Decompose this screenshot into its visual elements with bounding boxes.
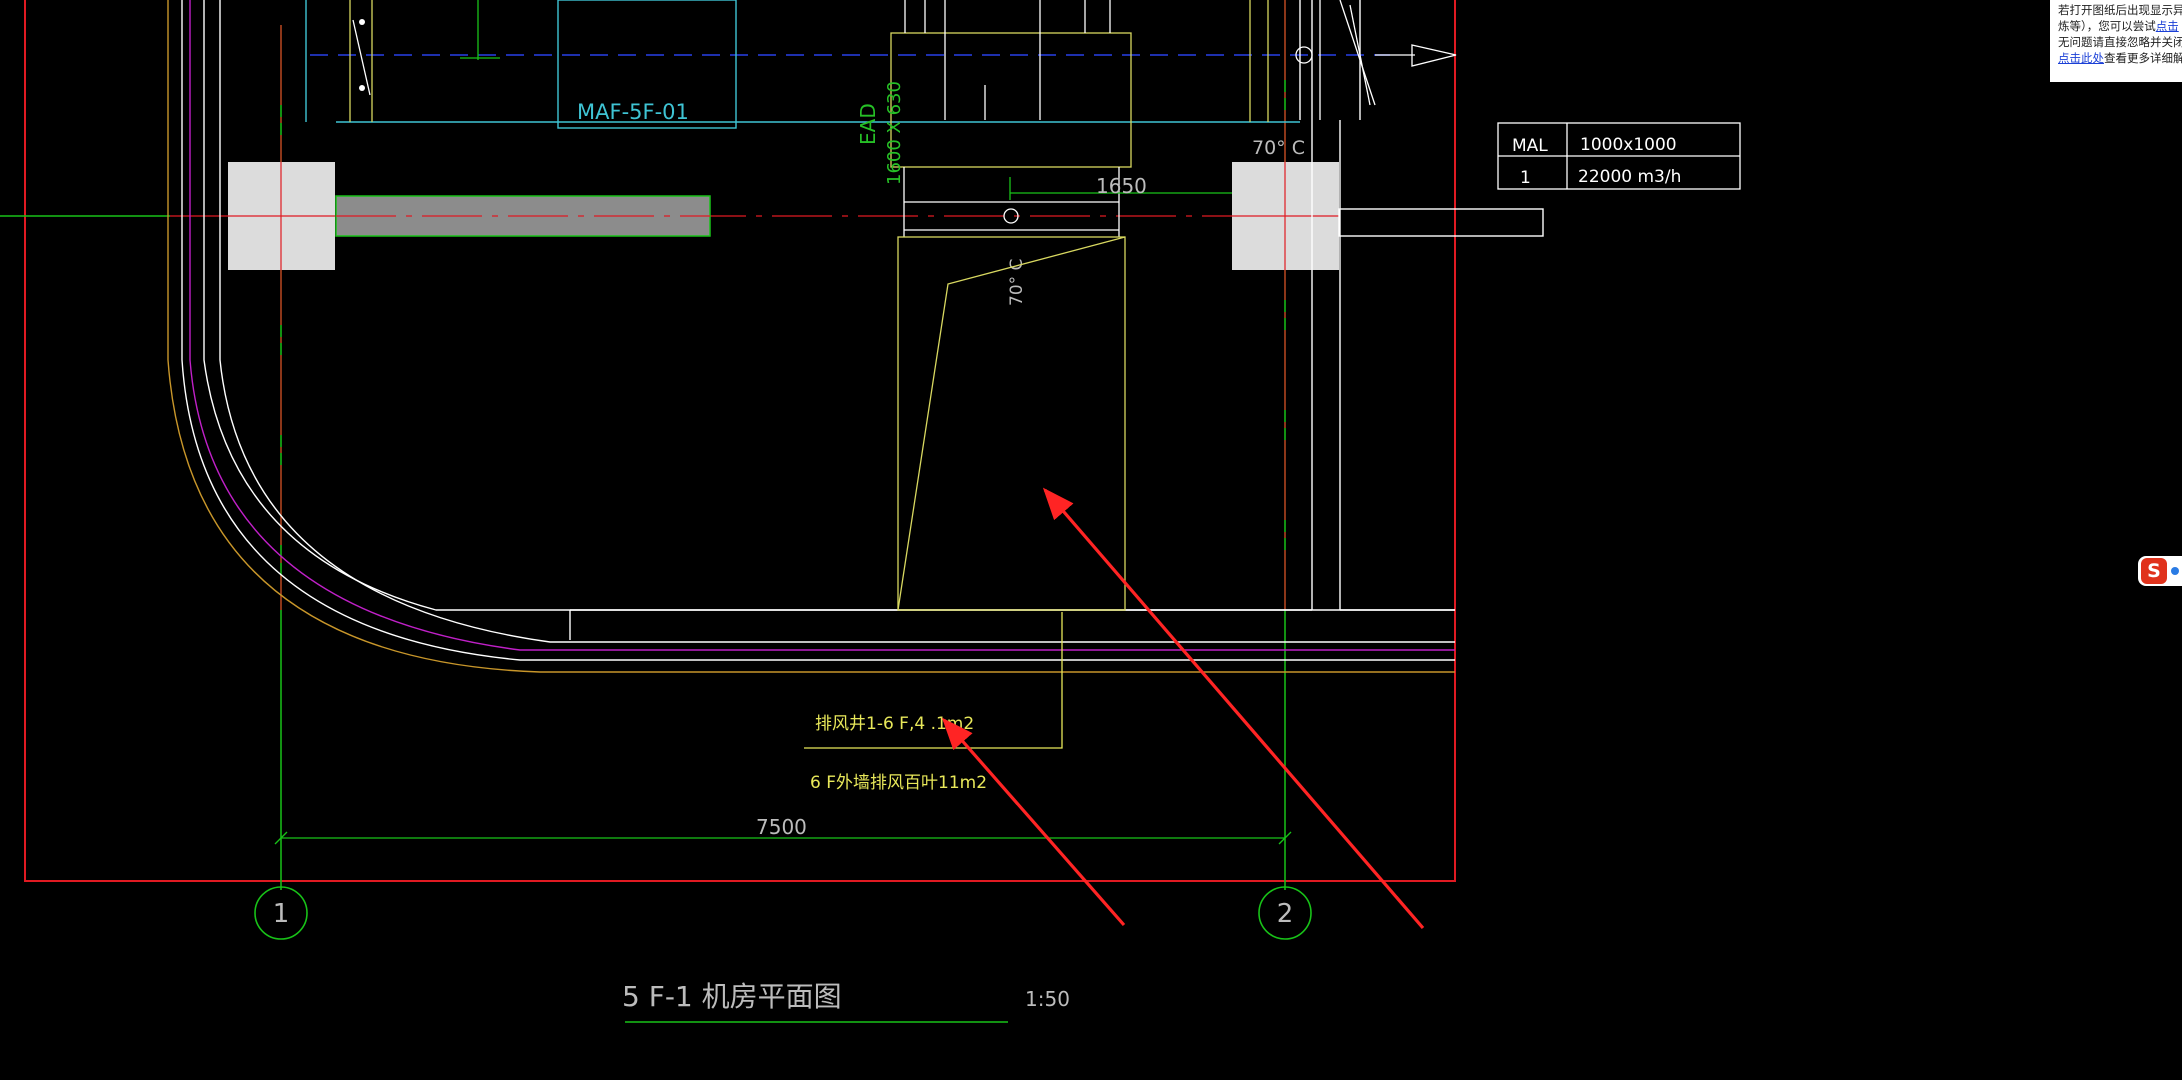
red-arrow-upper [1042, 487, 1425, 930]
sheet-boundary [24, 0, 1456, 882]
table-cell-r1c2: 1000x1000 [1580, 135, 1677, 155]
drawing-title: 5 F-1 机房平面图 [622, 980, 842, 1013]
grid-bubble-1[interactable]: 1 [254, 886, 308, 940]
grid-bubble-2[interactable]: 2 [1258, 886, 1312, 940]
drawing-scale: 1:50 [1025, 987, 1070, 1011]
table-cell-r2c1: 1 [1520, 168, 1531, 188]
table-cell-r1c1: MAL [1512, 136, 1548, 156]
valve-symbol-top [1295, 46, 1313, 64]
upper-ducts [349, 0, 1457, 168]
grid-axis-2-label: 2 [1277, 899, 1294, 929]
dimension-7500: 7500 [756, 815, 807, 839]
damper-temp-side: 70° C [1007, 259, 1027, 306]
notice-line-4: 点击此处查看更多详细解 [2058, 51, 2182, 65]
shaft-note: 排风井1-6 F,4 .1m2 [815, 714, 974, 734]
equipment-tag: MAF-5F-01 [577, 100, 689, 124]
table-cell-r2c2: 22000 m3/h [1578, 167, 1681, 187]
notice-retry-link[interactable]: 点击 [2155, 19, 2179, 33]
grid-axis-1-label: 1 [273, 899, 290, 929]
louver-note: 6 F外墙排风百叶11m2 [810, 773, 987, 793]
ime-indicator[interactable]: S [2138, 556, 2182, 586]
damper-temp-top: 70° C [1252, 137, 1305, 159]
wall-lines [167, 0, 1544, 673]
dimension-1650: 1650 [1096, 174, 1147, 198]
notice-line-2: 炼等），您可以尝试点击 [2058, 19, 2179, 33]
damper-symbol [1003, 208, 1019, 224]
notice-line-3: 无问题请直接忽略并关闭 [2058, 35, 2182, 49]
red-arrow-lower [941, 717, 1126, 927]
ime-status-icon [2171, 567, 2179, 575]
dimension-line-7500 [274, 831, 1292, 845]
shaft-note-leader [804, 612, 1063, 749]
equipment-maf[interactable] [305, 0, 1300, 129]
notice-popup: 若打开图纸后出现显示异 炼等），您可以尝试点击 无问题请直接忽略并关闭 点击此处… [2050, 0, 2182, 82]
duct-label-size: 1600 X 630 [884, 81, 905, 185]
exhaust-shaft[interactable] [897, 167, 1232, 611]
notice-details-link[interactable]: 点击此处 [2058, 51, 2104, 65]
schedule-table [1497, 122, 1741, 190]
notice-line-1: 若打开图纸后出现显示异 [2058, 3, 2182, 17]
duct-label-ead: EAD [856, 103, 880, 145]
sogou-ime-icon: S [2141, 558, 2167, 584]
